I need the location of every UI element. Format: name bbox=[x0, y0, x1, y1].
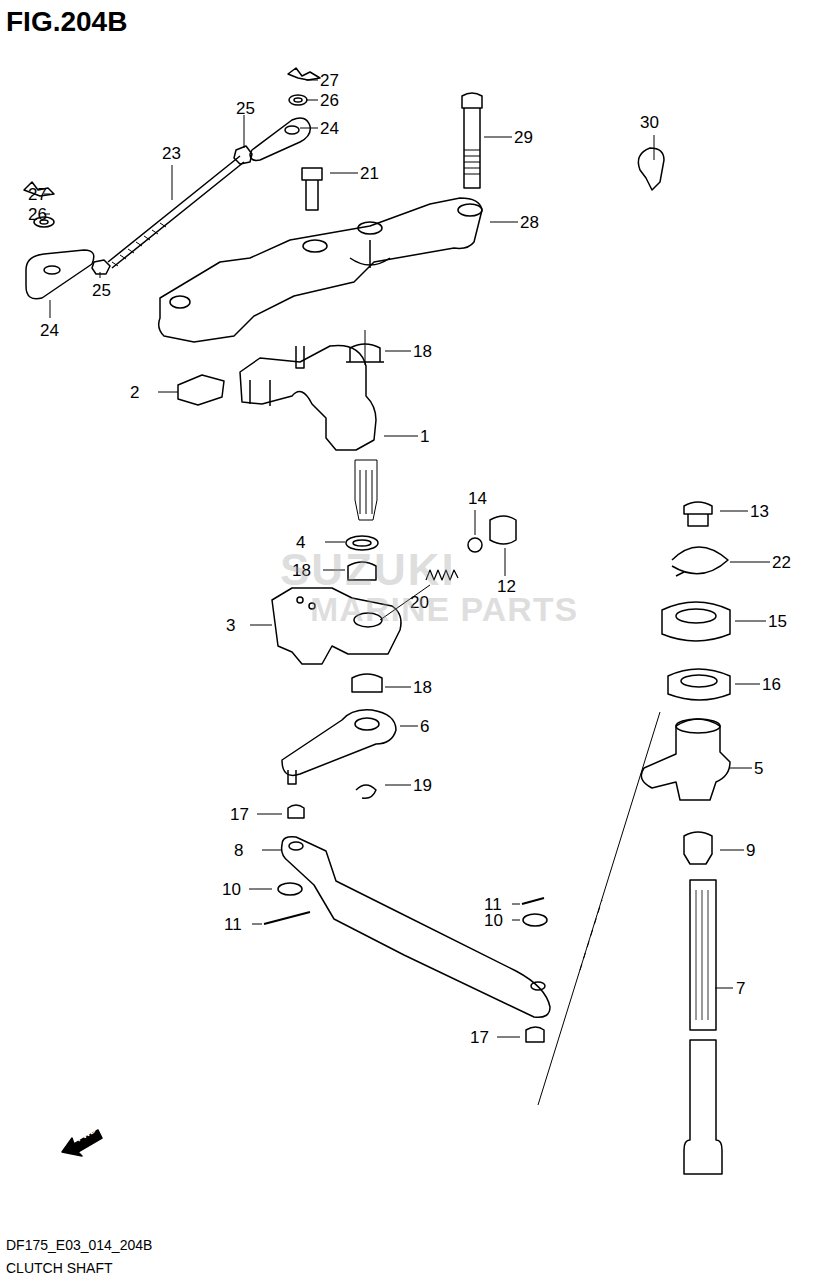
figure-title: FIG.204B bbox=[6, 8, 127, 36]
callout-number: 11 bbox=[484, 896, 502, 913]
callout-number: 3 bbox=[226, 617, 235, 634]
watermark: MARINE PARTS bbox=[310, 592, 578, 626]
callout-number: 15 bbox=[768, 613, 787, 630]
callout-number: 24 bbox=[320, 120, 339, 137]
callout-number: 30 bbox=[640, 114, 659, 131]
callout-number: 18 bbox=[413, 343, 432, 360]
callout-number: 5 bbox=[754, 760, 763, 777]
callout-number: 25 bbox=[236, 100, 255, 117]
leader-lines bbox=[44, 80, 770, 1105]
callout-number: 28 bbox=[520, 214, 539, 231]
callout-number: 22 bbox=[772, 554, 791, 571]
callout-number: 7 bbox=[736, 980, 745, 997]
callout-number: 24 bbox=[40, 322, 59, 339]
watermark: SUZUKI bbox=[280, 548, 456, 592]
callout-number: 27 bbox=[28, 186, 47, 203]
callout-number: 26 bbox=[320, 92, 339, 109]
callout-number: 17 bbox=[230, 806, 249, 823]
callout-number: 16 bbox=[762, 676, 781, 693]
callout-number: 18 bbox=[413, 679, 432, 696]
callout-number: 23 bbox=[162, 145, 181, 162]
callout-number: 17 bbox=[470, 1029, 489, 1046]
callout-number: 10 bbox=[222, 881, 241, 898]
callout-number: 2 bbox=[130, 384, 139, 401]
callout-number: 8 bbox=[234, 842, 243, 859]
callout-number: 1 bbox=[420, 428, 429, 445]
callout-number: 14 bbox=[468, 490, 487, 507]
callout-number: 25 bbox=[92, 282, 111, 299]
callout-number: 21 bbox=[360, 165, 379, 182]
callout-number: 9 bbox=[746, 842, 755, 859]
callout-number: 6 bbox=[420, 718, 429, 735]
callout-number: 10 bbox=[484, 912, 503, 929]
callout-number: 27 bbox=[320, 72, 339, 89]
callout-number: 11 bbox=[224, 916, 242, 933]
callout-number: 29 bbox=[514, 129, 533, 146]
callout-number: 19 bbox=[413, 777, 432, 794]
callout-number: 13 bbox=[750, 503, 769, 520]
diagram-code: DF175_E03_014_204B bbox=[6, 1238, 152, 1252]
callout-number: 26 bbox=[28, 206, 47, 223]
figure-caption: CLUTCH SHAFT bbox=[6, 1261, 113, 1275]
